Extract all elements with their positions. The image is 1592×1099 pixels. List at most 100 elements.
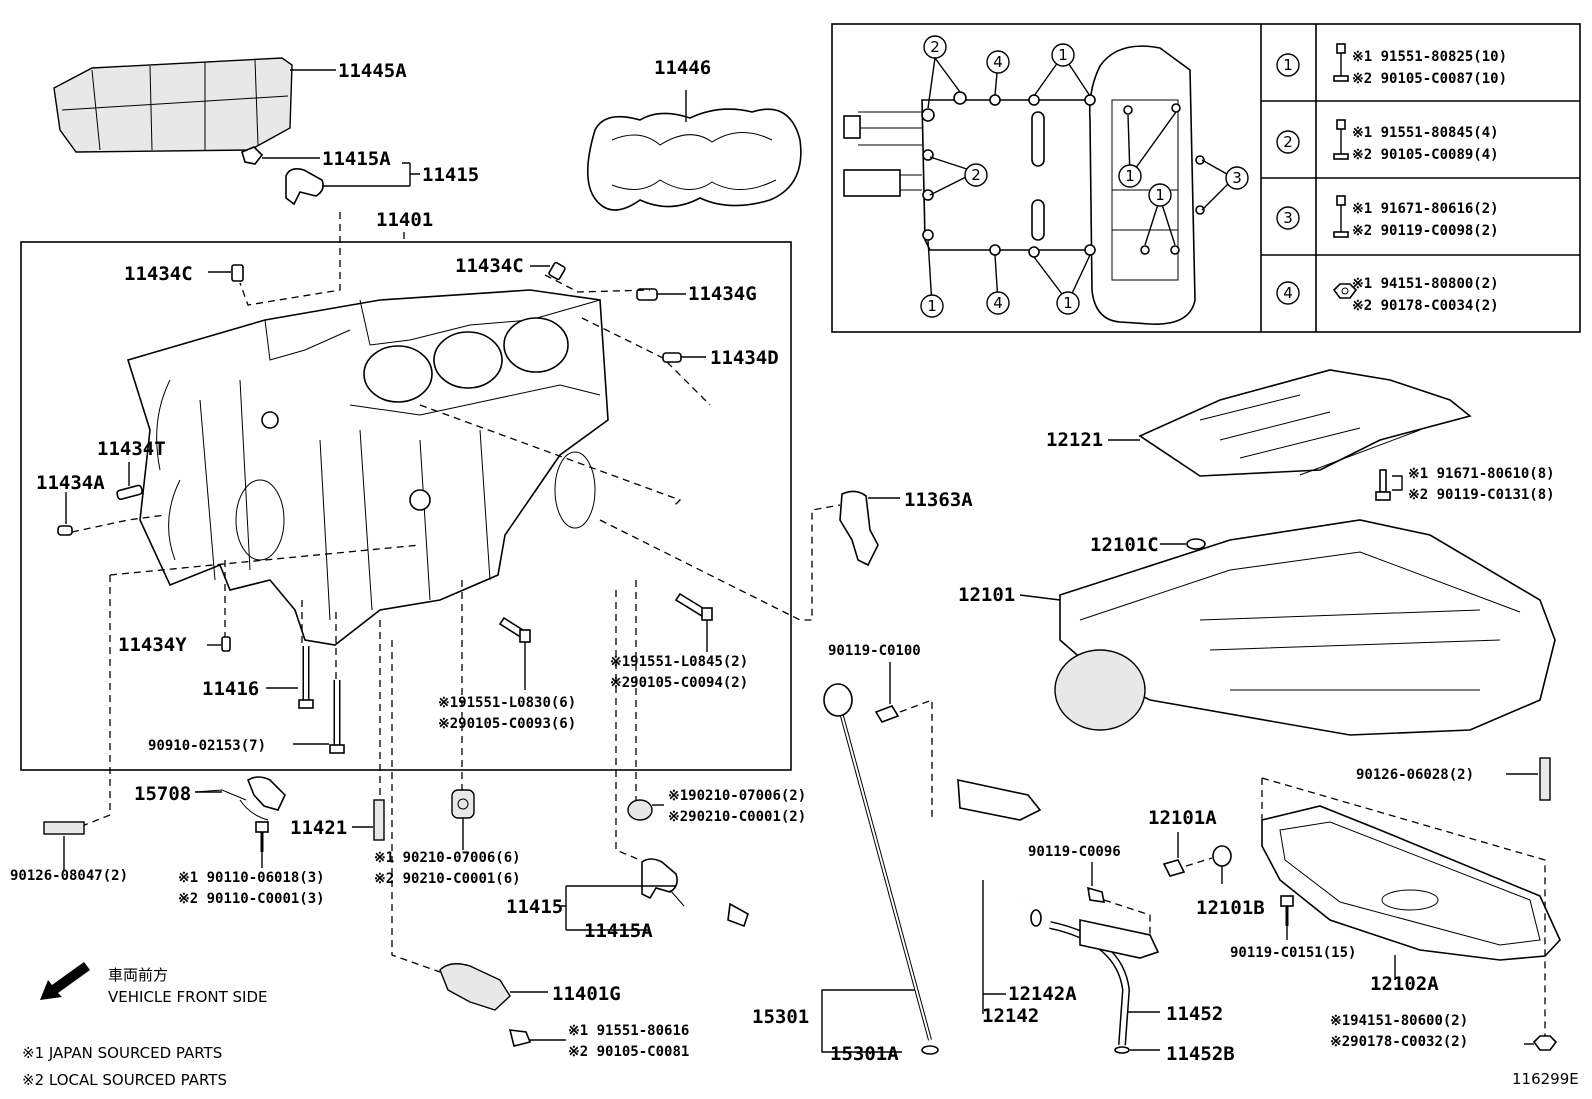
gasket-callout-1a: 1	[1051, 43, 1075, 67]
cylinder-block-group-frame	[20, 241, 792, 771]
part-11434Y	[207, 636, 231, 652]
label-90110-2: ※2 90110-C0001(3)	[178, 891, 325, 907]
nut-icon	[1332, 283, 1358, 299]
svg-text:4: 4	[993, 294, 1003, 312]
part-94151-80600-nut	[1524, 1035, 1558, 1051]
gasket-callout-1e: 1	[1056, 291, 1080, 315]
label-11434C-mid: 11434C	[455, 255, 524, 277]
label-90910: 90910-02153(7)	[148, 738, 266, 754]
svg-text:※2 90105-C0089(4): ※2 90105-C0089(4)	[1352, 147, 1499, 163]
vehicle-front-arrow-icon	[40, 962, 90, 1000]
label-90119-C0100: 90119-C0100	[828, 643, 921, 659]
label-90126-06028: 90126-06028(2)	[1356, 767, 1474, 783]
label-91671-80610-2: ※2 90119-C0131(8)	[1408, 487, 1555, 503]
label-12121: 12121	[1046, 429, 1103, 451]
gasket-callout-4a: 4	[986, 50, 1010, 74]
part-91671-80610-bolt	[1375, 469, 1403, 501]
label-91551-80616-1: ※1 91551-80616	[568, 1023, 689, 1039]
svg-text:3: 3	[1283, 209, 1293, 227]
gasket-callout-2b: 2	[964, 163, 988, 187]
label-11434T: 11434T	[97, 438, 166, 460]
label-11415-top: 11415	[422, 164, 479, 186]
callout-row-4: 4 ※1 94151-80800(2) ※2 90178-C0034(2)	[1276, 276, 1499, 314]
label-11415-bottom: 11415	[506, 896, 563, 918]
svg-text:1: 1	[1283, 56, 1293, 74]
part-90119-C0100-bolt	[874, 662, 933, 820]
label-90210-6-2: ※2 90210-C0001(6)	[374, 871, 521, 887]
label-11401: 11401	[376, 209, 433, 231]
part-11434D	[662, 352, 706, 363]
part-90126-06028-stud	[1506, 757, 1551, 801]
label-11434C-left: 11434C	[124, 263, 193, 285]
label-90210-6-1: ※1 90210-07006(6)	[374, 850, 521, 866]
label-11415A-bottom: 11415A	[584, 920, 653, 942]
gasket-schematic	[843, 45, 1235, 325]
svg-text:2: 2	[1283, 133, 1293, 151]
label-12142: 12142	[982, 1005, 1039, 1027]
vehicle-front-jp: 車両前方	[108, 966, 168, 984]
part-11452-dipstick-tube	[1049, 919, 1160, 1054]
label-90210-2-1: ※190210-07006(2)	[668, 788, 806, 804]
label-90119-C0151: 90119-C0151(15)	[1230, 945, 1356, 961]
svg-text:※1 94151-80800(2): ※1 94151-80800(2)	[1352, 276, 1499, 292]
label-91551-L0830-2: ※290105-C0093(6)	[438, 716, 576, 732]
part-12101B-gasket	[1185, 845, 1232, 884]
svg-text:1: 1	[1155, 186, 1165, 204]
gasket-callout-1d: 1	[920, 294, 944, 318]
label-11434G: 11434G	[688, 283, 757, 305]
part-15708-sensor	[194, 776, 286, 821]
label-12101C: 12101C	[1090, 534, 1159, 556]
gasket-callout-2a: 2	[923, 35, 947, 59]
label-11416: 11416	[202, 678, 259, 700]
part-11363A-bracket	[839, 490, 900, 567]
label-90126-08047: 90126-08047(2)	[10, 868, 128, 884]
part-90910-bolt	[293, 680, 345, 754]
bolt-icon	[1333, 195, 1349, 238]
gasket-callout-panel: 1 2 4 2 1 1 3 1 4 1 1 ※1 91551-80825(10)…	[831, 23, 1581, 333]
part-11434T	[116, 462, 143, 501]
label-11434A: 11434A	[36, 472, 105, 494]
part-11446-insulator	[586, 90, 802, 211]
part-12101A-drain-plug	[1162, 832, 1186, 877]
part-91551-80616-bolt	[508, 1029, 566, 1047]
label-11421: 11421	[290, 817, 347, 839]
svg-text:2: 2	[930, 38, 940, 56]
svg-text:1: 1	[927, 297, 937, 315]
part-15301-dipstick	[821, 683, 939, 1055]
label-15301: 15301	[752, 1006, 809, 1028]
label-11363A: 11363A	[904, 489, 973, 511]
part-11434A	[57, 492, 73, 536]
label-12101B: 12101B	[1196, 897, 1265, 919]
legend: 車両前方 VEHICLE FRONT SIDE ※1 JAPAN SOURCED…	[22, 966, 1579, 1089]
label-91551-80616-2: ※2 90105-C0081	[568, 1044, 689, 1060]
svg-text:4: 4	[1283, 284, 1293, 302]
callout-row-3: 3 ※1 91671-80616(2) ※2 90119-C0098(2)	[1276, 195, 1499, 239]
callout-row-2: 2 ※1 91551-80845(4) ※2 90105-C0089(4)	[1276, 119, 1499, 163]
svg-text:1: 1	[1063, 294, 1073, 312]
label-91551-L0845-1: ※191551-L0845(2)	[610, 654, 748, 670]
label-12101A: 12101A	[1148, 807, 1217, 829]
svg-text:※1 91671-80616(2): ※1 91671-80616(2)	[1352, 201, 1499, 217]
part-12142-dipstick-guide	[953, 659, 1042, 1014]
gasket-callout-1c: 1	[1148, 183, 1172, 207]
bolt-icon	[1333, 119, 1349, 160]
bolt-icon	[1333, 43, 1349, 82]
vehicle-front-en: VEHICLE FRONT SIDE	[108, 988, 268, 1006]
label-12101: 12101	[958, 584, 1015, 606]
part-11416-bolt	[266, 646, 314, 709]
part-90119-C0151-bolt	[1280, 895, 1294, 940]
part-11415-knock-sensor-top	[241, 146, 420, 206]
label-90119-C0096: 90119-C0096	[1028, 844, 1121, 860]
part-90126-08047-stud	[43, 821, 85, 870]
label-90210-2-2: ※290210-C0001(2)	[668, 809, 806, 825]
part-91551-L0830-bolt	[498, 616, 531, 690]
label-11446: 11446	[654, 57, 711, 79]
part-90110-bolt	[255, 821, 269, 868]
label-91551-L0830-1: ※191551-L0830(6)	[438, 695, 576, 711]
label-94151-80600-1: ※194151-80600(2)	[1330, 1013, 1468, 1029]
label-11452: 11452	[1166, 1003, 1223, 1025]
label-12142A: 12142A	[1008, 983, 1077, 1005]
label-15708: 15708	[134, 783, 191, 805]
part-12101-oil-pan-upper	[1019, 519, 1556, 736]
